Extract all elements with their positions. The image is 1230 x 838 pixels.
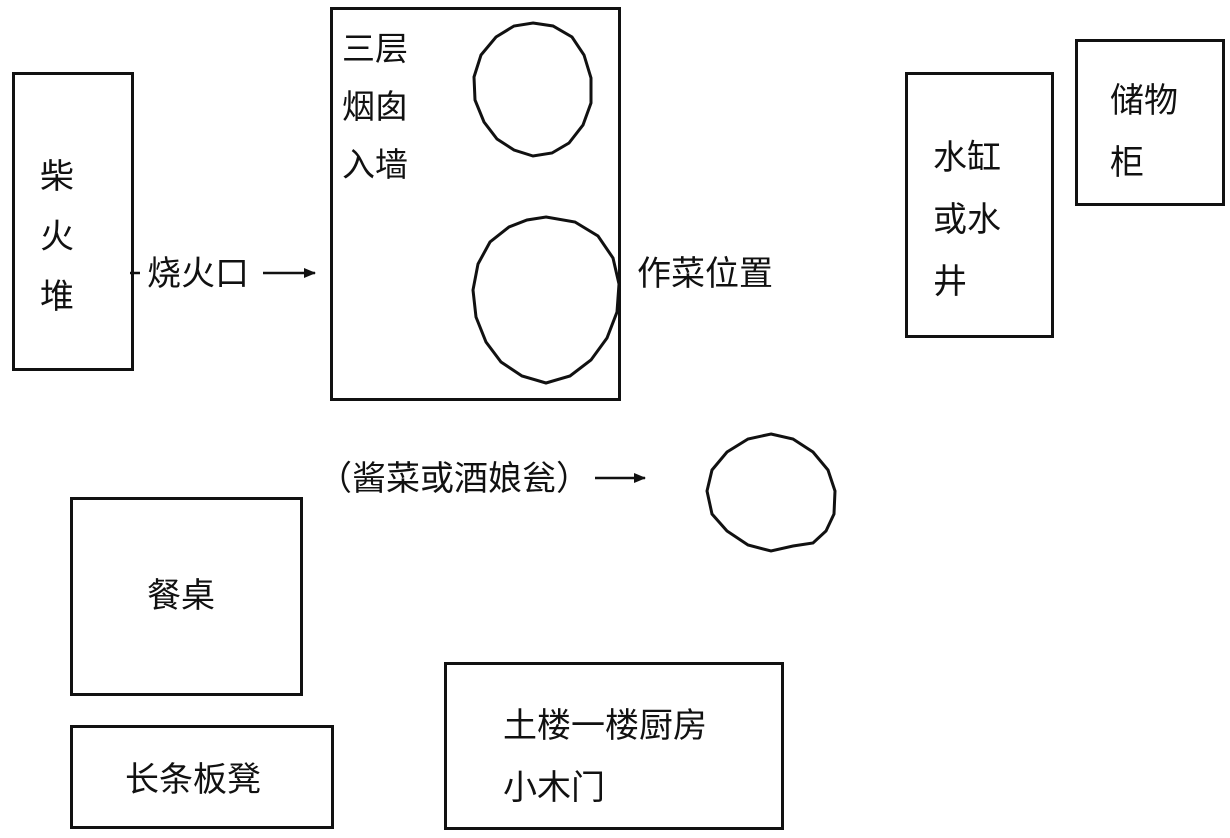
pickle-jar-label: （酱菜或酒娘瓮）: [318, 459, 590, 499]
storage-cabinet-box: [1075, 39, 1225, 206]
long-bench-box: [70, 725, 334, 829]
storage-cabinet-label: 储物 柜: [1110, 81, 1178, 183]
firewood-pile-label: 柴火堆: [40, 157, 74, 317]
chimney-wall-label: 三层 烟囱 入墙: [342, 29, 408, 184]
water-jar-label: 水缸 或水 井: [933, 138, 1001, 302]
upper-wok-pot: [472, 21, 593, 158]
firewood-pile-box: [12, 72, 134, 371]
water-jar-box: [905, 72, 1054, 338]
kitchen-door-label: 土楼一楼厨房 小木门: [503, 706, 707, 808]
kitchen-door-box: [444, 662, 784, 830]
cooking-position-label: 作菜位置: [637, 254, 773, 294]
fire-mouth-label: 烧火口: [147, 254, 249, 294]
pickle-jar-circle: [705, 432, 837, 553]
dining-table-label: 餐桌: [147, 576, 215, 616]
long-bench-label: 长条板凳: [125, 760, 261, 800]
dining-table-box: [70, 497, 303, 696]
lower-wok-pot: [471, 215, 621, 385]
